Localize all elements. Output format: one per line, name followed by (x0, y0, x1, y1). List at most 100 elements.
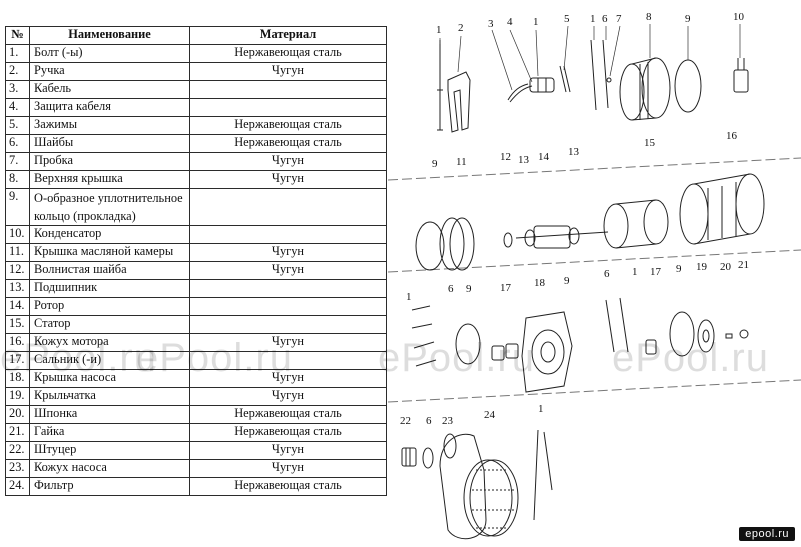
part-material: Чугун (189, 261, 387, 280)
part-number: 21. (5, 423, 30, 442)
axis-line-bottom (388, 379, 801, 403)
part-name: Подшипник (29, 279, 190, 298)
diagram-drawing: 1 2 3 4 1 5 1 6 7 8 9 10 9 11 12 13 14 1… (388, 11, 801, 540)
part-bolts-row3-left (411, 305, 437, 367)
part-material: Нержавеющая сталь (189, 44, 387, 63)
part-number: 12. (5, 261, 30, 280)
part-pump-cover (521, 311, 573, 393)
part-material: Нержавеющая сталь (189, 405, 387, 424)
part-name: Конденсатор (29, 225, 190, 244)
part-o-ring-2 (415, 221, 445, 271)
part-number: 23. (5, 459, 30, 478)
part-name: Зажимы (29, 116, 190, 135)
part-number: 15. (5, 315, 30, 334)
header-name: Наименование (29, 26, 190, 45)
part-material: Чугун (189, 459, 387, 478)
part-handle (447, 71, 471, 133)
part-name: Волнистая шайба (29, 261, 190, 280)
part-name: Сальник (-и) (29, 351, 190, 370)
part-name: Ручка (29, 62, 190, 81)
callout-label: 19 (696, 261, 708, 273)
part-material (189, 225, 387, 244)
part-name: Пробка (29, 152, 190, 171)
callout-label: 3 (488, 18, 494, 30)
part-name: Статор (29, 315, 190, 334)
part-name: Крыльчатка (29, 387, 190, 406)
callout-label: 14 (538, 151, 550, 163)
part-rotor (515, 225, 609, 249)
part-material: Чугун (189, 170, 387, 189)
part-material: Чугун (189, 387, 387, 406)
callout-label: 15 (644, 137, 656, 149)
callout-label: 8 (646, 11, 652, 23)
callout-label: 16 (726, 130, 738, 142)
part-number: 4. (5, 98, 30, 117)
part-name: Шпонка (29, 405, 190, 424)
parts-table: № Наименование Материал 1.Болт (-ы)Нержа… (5, 26, 387, 496)
part-pump-housing (439, 433, 487, 540)
table-row: 14.Ротор (5, 297, 387, 316)
table-row: 10.Конденсатор (5, 225, 387, 244)
part-material (189, 80, 387, 99)
callout-label: 10 (733, 11, 745, 23)
callout-label: 21 (738, 259, 749, 271)
callout-label: 9 (676, 263, 682, 275)
part-name: Защита кабеля (29, 98, 190, 117)
callout-label: 1 (533, 16, 539, 28)
part-material (189, 188, 387, 226)
callout-label: 17 (650, 266, 662, 278)
part-number: 13. (5, 279, 30, 298)
part-clamps (559, 65, 571, 93)
part-filter (463, 459, 519, 537)
part-name: О-образное уплотнительное кольцо (прокла… (29, 188, 190, 226)
part-material (189, 315, 387, 334)
part-number: 6. (5, 134, 30, 153)
part-name: Кабель (29, 80, 190, 99)
part-material (189, 98, 387, 117)
table-row: 13.Подшипник (5, 279, 387, 298)
callout-label: 20 (720, 261, 732, 273)
watermark: ePool.ru (0, 336, 157, 380)
callout-label: 6 (604, 268, 610, 280)
part-top-cover (619, 57, 671, 121)
callout-label: 2 (458, 22, 464, 34)
part-number: 18. (5, 369, 30, 388)
part-material: Нержавеющая сталь (189, 134, 387, 153)
part-name: Крышка насоса (29, 369, 190, 388)
part-bolts-row4 (533, 429, 553, 521)
callout-label: 1 (632, 266, 638, 278)
callout-label: 17 (500, 282, 512, 294)
axis-line-middle (388, 249, 801, 273)
exploded-pump-diagram: 1 2 3 4 1 5 1 6 7 8 9 10 9 11 12 13 14 1… (388, 0, 801, 547)
part-mechanical-seal (491, 343, 519, 361)
part-number: 9. (5, 188, 30, 226)
part-number: 19. (5, 387, 30, 406)
part-number: 1. (5, 44, 30, 63)
part-fitting (401, 447, 417, 467)
part-bolts-washers-row1 (590, 39, 612, 111)
callout-label: 6 (602, 13, 608, 25)
corner-logo: epool.ru (739, 527, 795, 541)
part-name: Шайбы (29, 134, 190, 153)
part-bolts-top (437, 40, 443, 131)
part-stator (603, 199, 669, 249)
callout-label: 18 (534, 277, 546, 289)
part-o-ring-1 (674, 59, 702, 113)
callout-label: 1 (538, 403, 544, 415)
axis-line-top (388, 157, 801, 181)
callout-label: 7 (616, 13, 622, 25)
callout-label: 22 (400, 415, 411, 427)
callout-label: 24 (484, 409, 496, 421)
part-key (725, 333, 733, 339)
part-number: 11. (5, 243, 30, 262)
callout-label: 9 (564, 275, 570, 287)
